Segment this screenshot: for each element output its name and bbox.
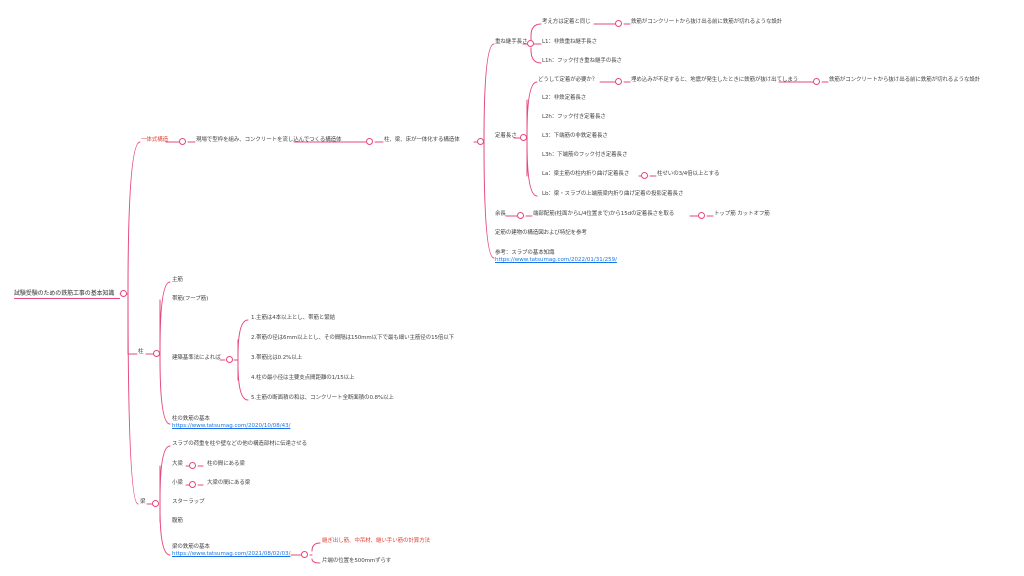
node-hashira-toggle[interactable]	[153, 350, 160, 357]
node-hari-c4[interactable]: スターラップ	[172, 499, 205, 505]
node-yochou-desc[interactable]: 端部配筋(柱面からL/4位置まで)から15dの定着長さを取る	[533, 211, 675, 217]
node-yochou[interactable]: 余長	[495, 211, 506, 217]
node-kijun-r5[interactable]: 5.主筋の断面積の和は、コンクリート全断面積の0.8%以上	[251, 395, 394, 401]
node-ittai-desc2-toggle[interactable]	[477, 138, 484, 145]
node-ittai-desc2[interactable]: 柱、梁、床が一体化する構造体	[384, 137, 460, 143]
node-yochou-desc2[interactable]: トップ筋 カットオフ筋	[714, 211, 770, 217]
node-ittai-desc[interactable]: 現場で型枠を組み、コンクリートを流し込んでつくる構造体	[196, 137, 342, 143]
node-teichaku-l2h[interactable]: L2h：フック付き定着長さ	[542, 114, 606, 120]
node-tokushu[interactable]: 定筋の建物の構造図および特記を参考	[495, 230, 587, 236]
node-kijun[interactable]: 建築基準法によれば	[172, 355, 221, 361]
node-hari-c2[interactable]: 大梁	[172, 461, 183, 467]
node-teichaku-la[interactable]: La：梁主筋の柱内折り曲げ定着長さ	[542, 171, 630, 177]
node-kasane-c1b[interactable]: 鉄筋がコンクリートから抜け出る前に鉄筋が切れるような設計	[631, 19, 783, 25]
node-hashira-c1[interactable]: 主筋	[172, 277, 183, 283]
root-underline	[14, 298, 120, 299]
node-kasane-c2[interactable]: L1：非鉄重ね継手長さ	[542, 39, 597, 45]
node-ittai-desc-toggle[interactable]	[366, 138, 373, 145]
node-hashira-c2[interactable]: 帯筋(フープ筋)	[172, 296, 209, 302]
node-hari-c2b[interactable]: 柱の間にある梁	[207, 461, 245, 467]
node-hari-c5[interactable]: 腹筋	[172, 518, 183, 524]
node-kijun-r2[interactable]: 2.帯筋の径は6mm以上とし、その間隔は150mm以下で最も細い主筋径の15倍以…	[251, 335, 455, 341]
node-kijun-toggle[interactable]	[226, 356, 233, 363]
node-teichaku-q2[interactable]: 埋め込みが不足すると、地震が発生したときに鉄筋が抜け出てしまう	[631, 77, 799, 83]
root-collapse-toggle[interactable]	[120, 290, 127, 297]
node-hari-toggle[interactable]	[152, 500, 159, 507]
node-hari-c1[interactable]: スラブの荷重を柱や壁などの他の構造部材に伝達させる	[172, 441, 308, 447]
node-kijun-r3[interactable]: 3.帯筋比は0.2%以上	[251, 355, 303, 361]
node-yochou-toggle[interactable]	[517, 212, 524, 219]
node-ittai-ref-link[interactable]: https://www.tatsumag.com/2022/01/31/259/	[495, 257, 617, 263]
node-kasane-toggle[interactable]	[527, 40, 534, 47]
node-hari-ref-s1[interactable]: 継ぎ出し筋、中吊材、継い手い筋の計算方法	[322, 538, 431, 544]
node-hari-ref-link[interactable]: https://www.tatsumag.com/2021/08/02/03/	[172, 551, 291, 557]
node-teichaku-la2[interactable]: 柱せいの3/4倍以上とする	[657, 171, 720, 177]
node-hashira-ref-link[interactable]: https://www.tatsumag.com/2020/10/08/43/	[172, 423, 291, 429]
node-hari-c3[interactable]: 小梁	[172, 480, 183, 486]
node-hari-ref-toggle[interactable]	[301, 551, 308, 558]
node-hari-ref-s2[interactable]: 片端の位置を500mmずらす	[322, 558, 392, 564]
node-ittai-toggle[interactable]	[179, 138, 186, 145]
node-teichaku[interactable]: 定着長さ	[495, 133, 517, 139]
node-teichaku-l2[interactable]: L2：非鉄定着長さ	[542, 95, 587, 101]
node-teichaku-q[interactable]: どうして定着が必要か？	[538, 77, 598, 83]
node-teichaku-q2-toggle[interactable]	[813, 78, 820, 85]
node-kasane-c3[interactable]: L1h：フック付き重ね継手の長さ	[542, 58, 622, 64]
node-teichaku-q3[interactable]: 鉄筋がコンクリートから抜け出る前に鉄筋が切れるような設計	[829, 77, 981, 83]
node-teichaku-l3[interactable]: L3：下端筋の非鉄定着長さ	[542, 133, 608, 139]
node-yochou-desc-toggle[interactable]	[698, 212, 705, 219]
node-kasane-c1[interactable]: 考え方は定着と同じ	[542, 19, 591, 25]
root-node[interactable]: 試験受験のための鉄筋工事の基本知識	[14, 290, 115, 297]
node-kasane-c1-toggle[interactable]	[615, 20, 622, 27]
node-hari[interactable]: 梁	[140, 499, 146, 505]
node-teichaku-l3h[interactable]: L3h：下端筋のフック付き定着長さ	[542, 152, 628, 158]
node-hari-ref[interactable]: 梁の鉄筋の基本	[172, 544, 210, 550]
node-hari-c3-toggle[interactable]	[189, 481, 196, 488]
node-teichaku-la-toggle[interactable]	[641, 172, 648, 179]
node-hari-c2-toggle[interactable]	[189, 462, 196, 469]
node-hari-c3b[interactable]: 大梁の間にある梁	[207, 480, 251, 486]
node-ittai[interactable]: 一体式構造	[141, 137, 169, 143]
node-teichaku-toggle[interactable]	[520, 134, 527, 141]
node-teichaku-q-toggle[interactable]	[615, 78, 622, 85]
node-kijun-r4[interactable]: 4.柱の最小径は主要支点間距離の1/15以上	[251, 375, 355, 381]
node-hashira[interactable]: 柱	[138, 349, 144, 355]
node-hashira-ref[interactable]: 柱の鉄筋の基本	[172, 416, 210, 422]
node-kijun-r1[interactable]: 1.主筋は4本以上とし、帯筋と緊結	[251, 315, 336, 321]
node-teichaku-lb[interactable]: Lb：梁・スラブの上端筋梁内折り曲げ定着の投影定着長さ	[542, 191, 684, 197]
node-ittai-ref[interactable]: 参考：スラブの基本知識	[495, 250, 555, 256]
node-kasane[interactable]: 重ね継手長さ	[495, 39, 528, 45]
